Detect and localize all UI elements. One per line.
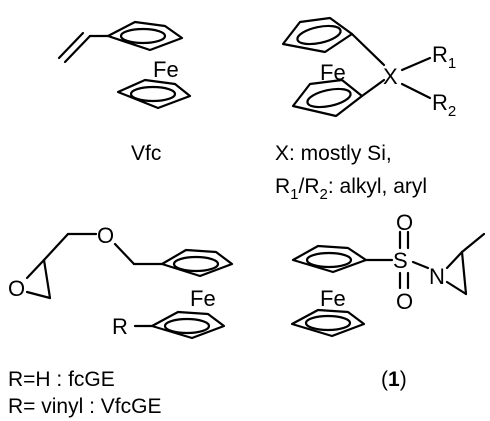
fcp-r2-label: R2 <box>432 90 456 120</box>
vfc-top-cp-inner <box>119 27 167 45</box>
vfc-top-cp-ring <box>106 20 184 52</box>
molecule-vfc: Fe Vfc <box>57 20 192 165</box>
cpd1-bond-s-n <box>411 260 430 270</box>
fcge-top-cp-ring <box>160 248 234 278</box>
cpd1-bottom-cp-inner <box>304 314 352 332</box>
cpd1-methyl-bond <box>460 232 486 254</box>
vfc-fe-label: Fe <box>153 57 179 82</box>
cpd1-n-label: N <box>429 264 445 289</box>
cpd1-bottom-cp-ring <box>290 308 366 338</box>
fcp-bond-top-x <box>350 32 386 67</box>
fcp-bond-x-r1 <box>400 56 432 72</box>
fcp-top-cp-inner <box>296 24 342 46</box>
cpd1-o-down-label: O <box>396 289 413 314</box>
vfc-vinyl-bond-2b <box>57 31 85 60</box>
fcge-ether-o-label: O <box>97 223 114 248</box>
fcp-bottom-cp-inner <box>306 87 352 109</box>
molecule-compound-1: S O O N Fe (1) <box>290 210 486 391</box>
vfc-caption: Vfc <box>131 142 161 165</box>
fcp-bond-bottom-x <box>360 78 386 98</box>
fcp-x-label: X <box>383 64 398 89</box>
cpd1-top-cp-inner <box>305 251 353 269</box>
vfc-vinyl-bond-2 <box>63 34 92 64</box>
fcge-epoxide-bond-o-c2 <box>25 290 52 300</box>
molecule-fcge: O O Fe R R=H : fcGE R= vinyl : VfcGE <box>8 223 234 418</box>
fcge-fe-label: Fe <box>190 286 216 311</box>
cpd1-aziridine-bond-c1-c2 <box>460 250 468 296</box>
fcge-epoxide-bond-o-c1 <box>25 258 46 280</box>
vfc-bottom-cp-ring <box>116 78 192 110</box>
fcp-caption-x: X: mostly Si, <box>275 142 392 165</box>
molecule-ferrocenophane: X R1 R2 Fe X: mostly Si, R1/R2: alkyl, a… <box>275 16 456 203</box>
fcp-top-cp-ring <box>281 16 354 54</box>
cpd1-label: (1) <box>381 368 407 391</box>
fcge-epoxide-o-label: O <box>8 276 25 301</box>
fcp-bond-x-r2 <box>400 82 432 100</box>
fcge-bottom-cp-ring <box>150 310 226 340</box>
fcge-caption-vinyl: R= vinyl : VfcGE <box>8 395 161 418</box>
fcge-epoxide-bond-c1-c2 <box>42 258 52 300</box>
fcge-bond-c1-ch2 <box>42 232 70 262</box>
fcp-bottom-cp-ring <box>291 78 364 118</box>
cpd1-o-up-label: O <box>396 210 413 235</box>
fcge-bond-o-ch2 <box>113 242 136 266</box>
fcge-caption-h: R=H : fcGE <box>8 368 115 391</box>
fcge-r-label: R <box>112 314 128 339</box>
fcp-caption-r: R1/R2: alkyl, aryl <box>275 175 427 203</box>
fcge-top-cp-inner <box>172 255 220 273</box>
cpd1-fe-label: Fe <box>320 286 346 311</box>
vfc-bottom-cp-inner <box>129 85 177 103</box>
cpd1-s-label: S <box>393 248 408 273</box>
fcge-bottom-cp-inner <box>163 317 211 335</box>
fcp-r1-label: R1 <box>432 42 456 72</box>
cpd1-aziridine-bond-n-c2 <box>445 280 468 296</box>
cpd1-top-cp-ring <box>291 244 368 274</box>
cpd1-aziridine-bond-n-c1 <box>445 250 464 270</box>
